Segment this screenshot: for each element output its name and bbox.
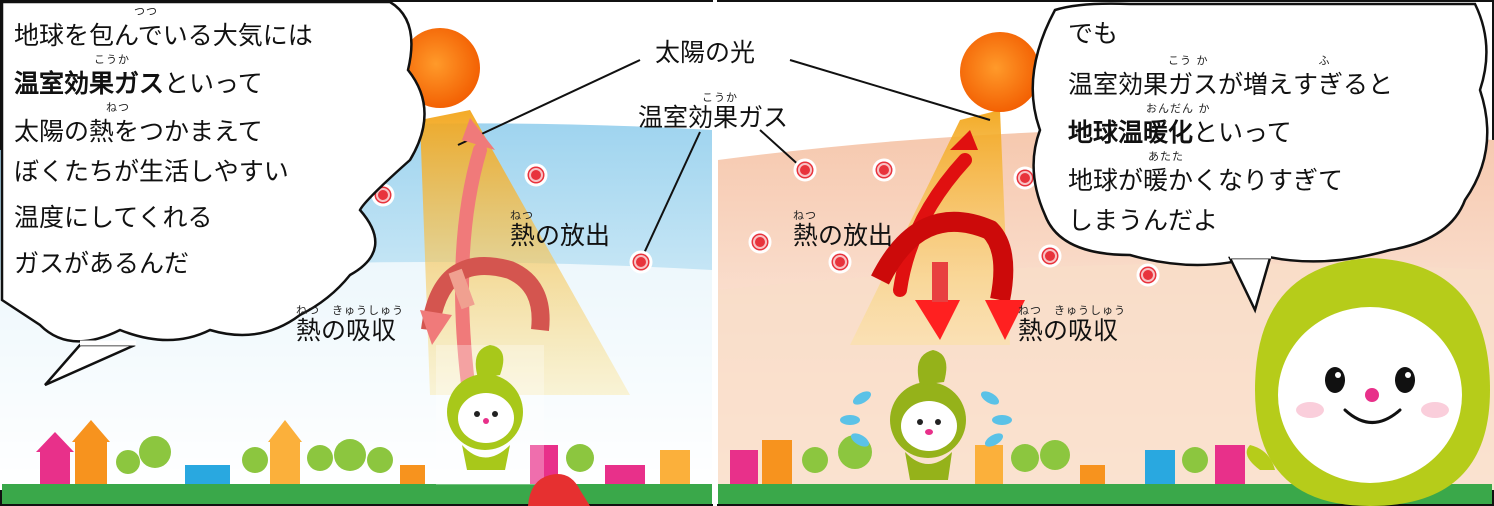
ruby-kouka-left: こうか: [94, 53, 130, 66]
speech-bubble-left: [0, 0, 426, 343]
heat-release-ruby-right: ねつ: [793, 209, 817, 222]
global-warming-bold: 地球温暖化: [1068, 118, 1194, 147]
sunlight-label: 太陽の光: [655, 38, 756, 67]
tree-icon: [566, 444, 594, 472]
heat-absorb-ruby-left: ねつ きゅうしゅう: [296, 304, 404, 317]
heat-absorb-label-left: ねつ きゅうしゅう 熱の吸収: [296, 304, 404, 345]
right-line-3: 地球温暖化といって: [1068, 116, 1393, 150]
mascot-icon-left: [436, 345, 544, 485]
greenhouse-gas-label: こうか 温室効果ガス: [638, 91, 789, 132]
tree-icon: [367, 447, 393, 473]
tree-icon: [242, 447, 268, 473]
gas-molecule-icon: [1038, 244, 1062, 268]
tree-icon: [1040, 440, 1070, 470]
tree-icon: [307, 445, 333, 471]
heat-release-label-right: ねつ 熱の放出: [793, 209, 894, 250]
house-icon: [975, 445, 1003, 485]
ruby-atata: あたた: [1148, 150, 1184, 163]
house-icon: [400, 465, 425, 485]
right-line-4: 地球が暖かくなりすぎて: [1068, 166, 1344, 195]
house-icon: [1145, 450, 1175, 484]
house-icon: [730, 450, 758, 484]
tree-icon: [334, 439, 366, 471]
left-line-3: 太陽の熱をつかまえて: [14, 117, 263, 146]
left-line-1: 地球を包んでいる大気には: [14, 21, 313, 50]
mascot-icon-big: [1246, 180, 1490, 506]
tree-icon: [802, 447, 828, 473]
ground-right: [718, 484, 1492, 504]
sun-icon-right: [960, 32, 1040, 112]
left-line-6: ガスがあるんだ: [14, 249, 190, 278]
gas-molecule-icon: [1136, 263, 1160, 287]
house-icon: [605, 465, 645, 485]
bird-icon: [528, 474, 590, 506]
left-line-4: ぼくたちが生活しやすい: [14, 157, 289, 186]
right-line-1: でも: [1068, 19, 1119, 48]
right-line-5: しまうんだよ: [1068, 206, 1219, 235]
right-line-2-ruby: こう か ふ: [1068, 54, 1393, 68]
gas-molecule-icon: [828, 250, 852, 274]
house-icon: [660, 450, 690, 484]
gas-molecule-icon: [629, 250, 653, 274]
speech-bubble-right: [1031, 2, 1489, 267]
gas-molecule-icon: [793, 158, 817, 182]
ground-left: [2, 484, 712, 504]
right-speech-text: でも こう かふ 温室効果ガスが増えすぎると おんだん か 地球温暖化といって …: [1068, 14, 1393, 244]
gas-molecule-icon: [524, 163, 548, 187]
house-icon: [1215, 445, 1245, 485]
tree-icon: [1011, 444, 1039, 472]
house-icon: [1080, 465, 1105, 485]
heat-release-label-left: ねつ 熱の放出: [510, 209, 611, 250]
heat-absorb-ruby-right: ねつ きゅうしゅう: [1018, 304, 1126, 317]
house-icon: [40, 450, 70, 484]
house-icon: [270, 440, 300, 484]
heat-release-ruby-left: ねつ: [510, 209, 534, 222]
tree-icon: [139, 436, 171, 468]
left-line-2-rest: といって: [164, 69, 263, 98]
ruby-tsutsu: つつ: [134, 5, 158, 18]
heat-arrow-icons-right: [871, 130, 1025, 340]
gas-molecule-icon: [872, 158, 896, 182]
house-icon: [762, 440, 792, 484]
left-line-2: 温室効果ガスといって: [14, 67, 313, 101]
heat-absorb-label-right: ねつ きゅうしゅう 熱の吸収: [1018, 304, 1126, 345]
gas-molecule-icon: [748, 230, 772, 254]
tree-icon: [116, 450, 140, 474]
heat-arrow-icons-left: [420, 118, 550, 407]
ruby-ondanka: おんだん か: [1146, 102, 1211, 115]
ruby-fu: ふ: [1318, 54, 1331, 67]
left-line-5: 温度にしてくれる: [14, 203, 213, 232]
ruby-kouka-right: こう か: [1168, 54, 1209, 67]
mascot-icon-right: [840, 350, 1012, 480]
tree-icon: [1182, 447, 1208, 473]
right-line-3-rest: といって: [1193, 118, 1292, 147]
town-left: [36, 420, 690, 485]
house-icon: [185, 465, 230, 485]
left-speech-text: つつ 地球を包んでいる大気には こうか 温室効果ガスといって ねつ 太陽の熱をつ…: [14, 5, 313, 287]
greenhouse-gas-bold: 温室効果ガス: [14, 69, 165, 98]
right-line-2: 温室効果ガスが増えすぎると: [1068, 70, 1394, 99]
ruby-netsu-left: ねつ: [106, 101, 130, 114]
house-icon: [75, 440, 107, 484]
greenhouse-gas-ruby: こうか: [702, 91, 738, 104]
